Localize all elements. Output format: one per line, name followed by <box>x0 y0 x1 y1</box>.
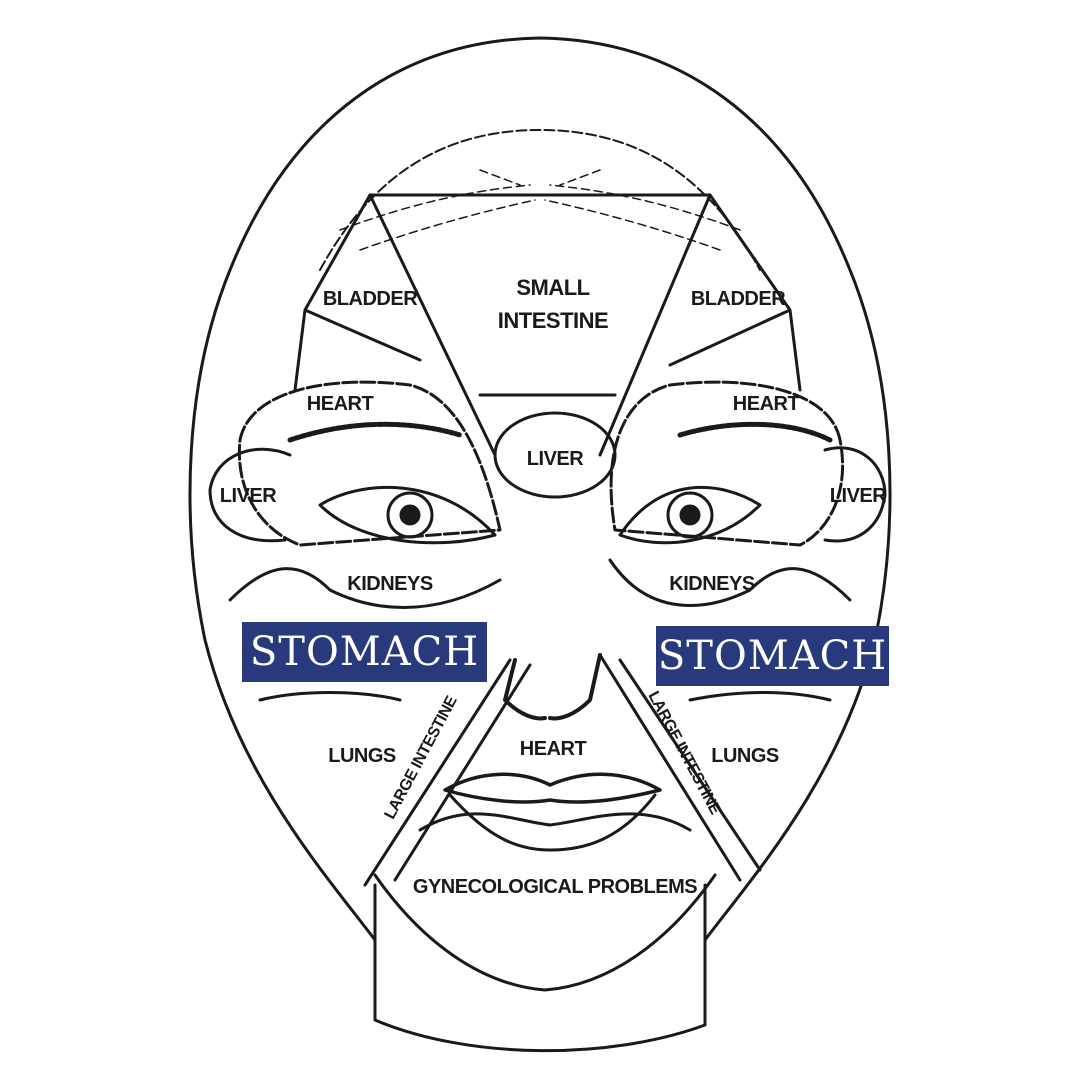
lungs-zone-right <box>688 691 832 702</box>
kidneys-zone-right <box>608 558 852 607</box>
label-bladder-right: BLADDER <box>691 288 786 310</box>
eye-right <box>618 485 762 545</box>
label-small-intestine-line2: INTESTINE <box>498 308 608 333</box>
iris-right <box>666 491 714 539</box>
label-gynecological: GYNECOLOGICAL PROBLEMS <box>413 876 697 898</box>
large-intestine-band-right <box>598 653 762 882</box>
eyebrow-right <box>677 421 833 443</box>
kidneys-zone-left <box>228 567 502 609</box>
iris-left <box>386 491 434 539</box>
gynecological-zone <box>373 873 717 992</box>
lungs-zone-left <box>258 691 402 702</box>
label-lungs-right: LUNGS <box>711 745 779 767</box>
upper-lip <box>443 772 662 804</box>
head-outline <box>188 36 892 942</box>
label-kidneys-right: KIDNEYS <box>669 573 755 595</box>
lower-lip <box>448 793 657 852</box>
label-kidneys-left: KIDNEYS <box>347 573 433 595</box>
small-intestine-zone <box>368 193 712 457</box>
chin-curve <box>418 812 692 832</box>
label-heart-mouth: HEART <box>520 738 587 760</box>
neck-outline <box>373 883 707 1053</box>
liver-zone-left <box>208 447 292 543</box>
nose <box>503 653 602 721</box>
hairline-strands <box>339 169 741 251</box>
heart-zone-right <box>609 380 845 547</box>
hairline-arch <box>319 129 761 271</box>
eye-left <box>318 485 497 545</box>
bladder-zone-left <box>293 193 422 392</box>
label-small-intestine-line1: SMALL <box>516 275 589 300</box>
stomach-label-left: STOMACH <box>242 622 487 682</box>
heart-zone-left <box>237 380 502 547</box>
liver-zone-right <box>823 446 887 543</box>
eyebrow-left <box>287 421 463 443</box>
label-lungs-left: LUNGS <box>328 745 396 767</box>
label-bladder-left: BLADDER <box>323 288 418 310</box>
label-heart-left: HEART <box>307 393 374 415</box>
bladder-zone-right <box>668 193 802 392</box>
large-intestine-band-left <box>363 658 532 887</box>
label-liver-center: LIVER <box>527 448 584 470</box>
label-heart-right: HEART <box>733 393 800 415</box>
stomach-label-right: STOMACH <box>656 626 889 686</box>
label-liver-left: LIVER <box>220 485 277 507</box>
label-liver-right: LIVER <box>830 485 887 507</box>
